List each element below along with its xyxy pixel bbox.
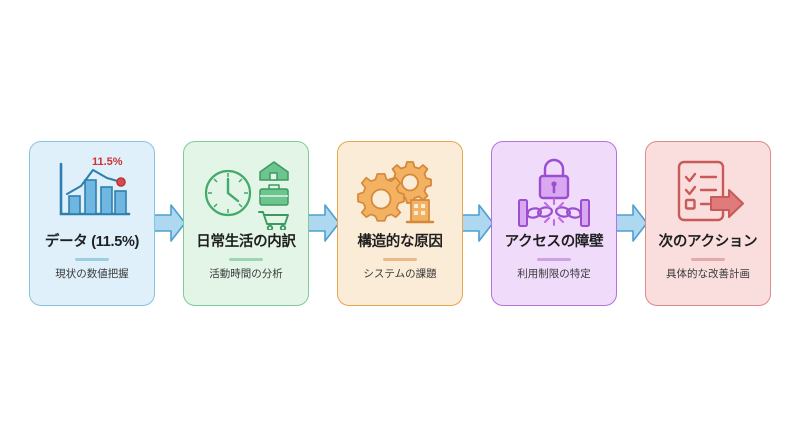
- clock-house-briefcase-cart-icon: [184, 154, 308, 232]
- step-title: データ (11.5%): [44, 233, 140, 250]
- flow-track: データ (11.5%) 現状の数値把握 11.5%: [29, 140, 771, 306]
- step-card-data[interactable]: データ (11.5%) 現状の数値把握 11.5%: [29, 140, 155, 306]
- step-divider: [229, 258, 263, 261]
- gears-and-building-icon: [338, 154, 462, 232]
- step-divider: [537, 258, 571, 261]
- flow-arrow-4: [613, 201, 649, 245]
- step-subtitle: 活動時間の分析: [209, 267, 283, 280]
- bar-chart-with-trendline-icon: [30, 154, 154, 232]
- step-card-structural-cause[interactable]: 構造的な原因 システムの課題: [337, 140, 463, 306]
- step-card-daily-life[interactable]: 日常生活の内訳 活動時間の分析: [183, 140, 309, 306]
- chart-highlight-label: 11.5%: [92, 155, 123, 168]
- checklist-with-arrow-icon: [646, 154, 770, 232]
- step-subtitle: 具体的な改善計画: [666, 267, 750, 280]
- step-title: 構造的な原因: [357, 233, 443, 250]
- step-divider: [383, 258, 417, 261]
- step-title: 日常生活の内訳: [196, 233, 296, 250]
- step-subtitle: 現状の数値把握: [55, 267, 129, 280]
- flow-arrow-2: [305, 201, 341, 245]
- step-subtitle: システムの課題: [363, 267, 437, 280]
- step-subtitle: 利用制限の特定: [517, 267, 591, 280]
- step-card-next-action[interactable]: 次のアクション 具体的な改善計画: [645, 140, 771, 306]
- flow-arrow-1: [151, 201, 187, 245]
- flow-arrow-3: [459, 201, 495, 245]
- step-card-access-barrier[interactable]: アクセスの障壁 利用制限の特定: [491, 140, 617, 306]
- step-divider: [75, 258, 109, 261]
- step-divider: [691, 258, 725, 261]
- step-title: 次のアクション: [658, 233, 758, 250]
- padlock-and-broken-chain-icon: [492, 154, 616, 232]
- step-title: アクセスの障壁: [504, 233, 604, 250]
